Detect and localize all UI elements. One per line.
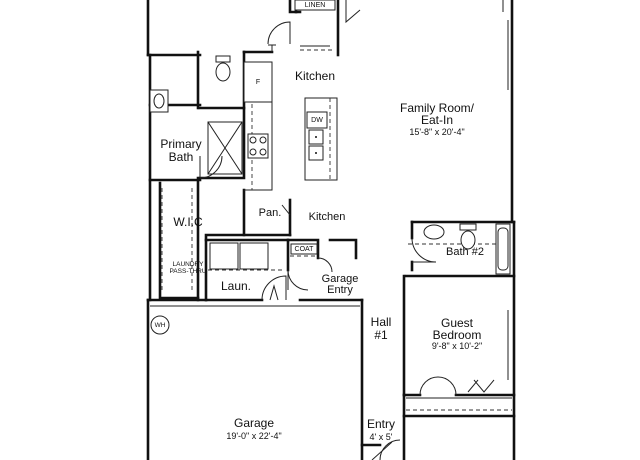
hall-label-2: #1 — [374, 328, 388, 342]
laundry-label: Laun. — [221, 279, 251, 293]
guest-bedroom-label-2: Bedroom — [433, 328, 482, 342]
door-swings — [199, 21, 457, 460]
fixtures — [149, 55, 511, 335]
primary-bath-label-2: Bath — [169, 150, 194, 164]
garage-entry-label: Garage — [322, 273, 359, 285]
coat-label: COAT — [295, 246, 315, 253]
primary-bath-label: Primary — [160, 137, 201, 151]
garage-entry-label-2: Entry — [327, 284, 353, 296]
hall-label: Hall — [371, 315, 392, 329]
family-room-label-2: Eat-In — [421, 113, 453, 127]
coat-box — [290, 243, 318, 255]
bath2-label: Bath #2 — [446, 246, 484, 258]
guest-bedroom-label: Guest — [441, 316, 474, 330]
guest-bedroom-dims: 9'-8" x 10'-2" — [432, 341, 482, 351]
fridge-label: F — [256, 79, 260, 86]
laundry-passthru-label: LAUNDRY — [173, 261, 205, 268]
dishwasher-label: DW — [311, 117, 323, 124]
kitchen-top-label: Kitchen — [295, 69, 335, 83]
water-heater-label: WH — [155, 322, 166, 329]
family-room-label: Family Room/ — [400, 101, 475, 115]
labels: Family Room/ Eat-In 15'-8" x 20'-4" Kitc… — [155, 2, 484, 442]
laundry-passthru-label-2: PASS-THRU — [169, 268, 206, 275]
pantry-label: Pan. — [259, 207, 282, 219]
kitchen-mid-label: Kitchen — [309, 211, 346, 223]
family-room-dims: 15'-8" x 20'-4" — [409, 127, 464, 137]
garage-label: Garage — [234, 416, 274, 430]
entry-label: Entry — [367, 417, 395, 431]
garage-dims: 19'-0" x 22'-4" — [226, 431, 281, 441]
entry-dims: 4' x 5' — [370, 432, 393, 442]
wic-label: W.I.C — [173, 215, 203, 229]
linen-label: LINEN — [305, 2, 326, 9]
